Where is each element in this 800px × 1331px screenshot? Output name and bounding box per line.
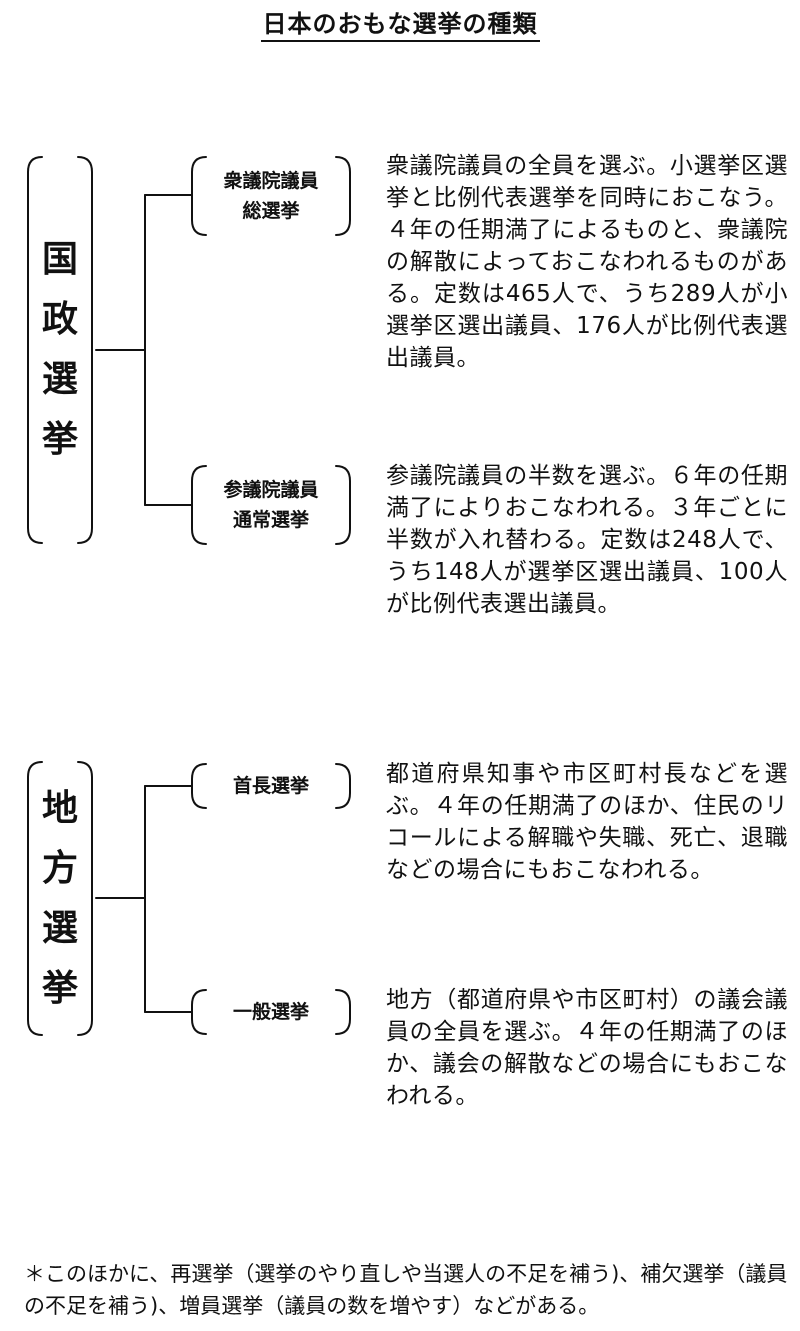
chief-executive-election-box: 首長選挙 (192, 764, 350, 808)
house-of-representatives-election-box: 衆議院議員 総選挙 (192, 157, 350, 235)
page-title: 日本のおもな選挙の種類 (0, 4, 800, 42)
box-label-line: 総選挙 (242, 200, 300, 222)
label-char: 地 (41, 787, 78, 829)
general-election-box: 一般選挙 (192, 990, 350, 1034)
house-of-representatives-description: 衆議院議員の全員を選ぶ。小選挙区選挙と比例代表選挙を同時におこなう。４年の任期満… (386, 153, 788, 371)
house-of-councillors-election-box: 参議院議員 通常選挙 (192, 466, 350, 544)
box-label-line: 首長選挙 (232, 775, 309, 797)
chief-executive-description: 都道府県知事や市区町村長などを選ぶ。４年の任期満了のほか、住民のリコールによる解… (386, 761, 788, 883)
house-of-councillors-description: 参議院議員の半数を選ぶ。６年の任期満了によりおこなわれる。３年ごとに半数が入れ替… (386, 463, 788, 617)
box-label-line: 参議院議員 (223, 479, 319, 501)
label-char: 国 (41, 239, 78, 280)
national-election-label: 国 政 選 挙 (24, 157, 96, 543)
box-label-line: 一般選挙 (232, 1001, 309, 1023)
title-text: 日本のおもな選挙の種類 (260, 10, 540, 42)
general-election-description: 地方（都道府県や市区町村）の議会議員の全員を選ぶ。４年の任期満了のほか、議会の解… (386, 987, 788, 1109)
label-char: 挙 (41, 967, 78, 1009)
box-label-line: 通常選挙 (232, 509, 309, 531)
label-char: 挙 (41, 419, 78, 460)
footnote: ＊このほかに、再選挙（選挙のやり直しや当選人の不足を補う)、補欠選挙（議員の不足… (24, 1262, 788, 1318)
label-char: 選 (41, 907, 78, 949)
local-election-label: 地 方 選 挙 (24, 762, 96, 1035)
label-char: 方 (41, 847, 78, 889)
label-char: 選 (41, 359, 78, 400)
box-label-line: 衆議院議員 (223, 170, 319, 192)
label-char: 政 (41, 299, 78, 340)
